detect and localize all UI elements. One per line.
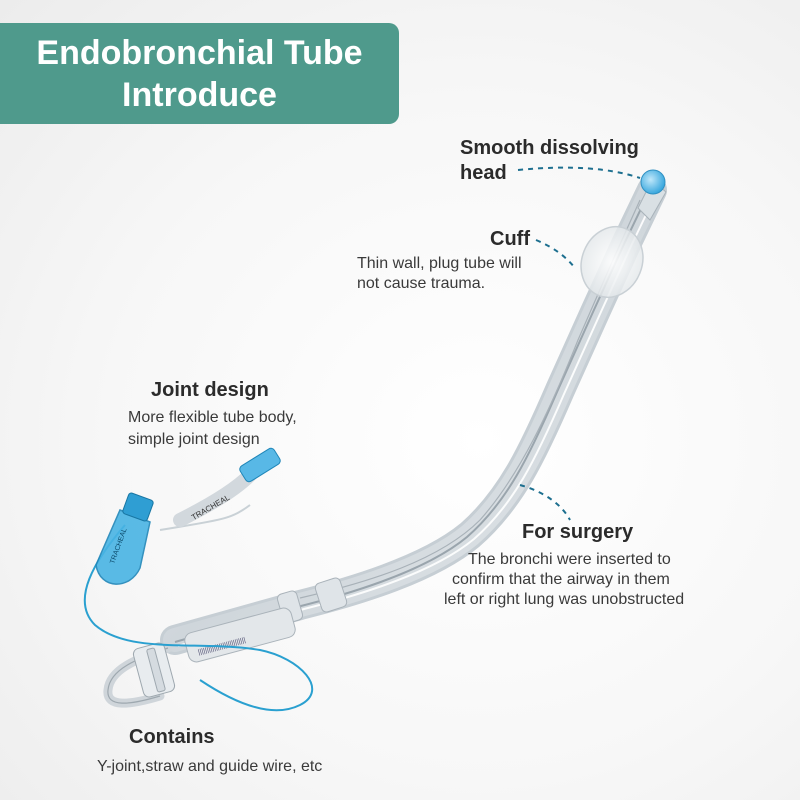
joint-callout: Joint design More flexible tube body, si… [128,379,297,450]
pilot-line [83,504,314,712]
joint-connector: TRACHEAL [173,447,281,527]
head-heading-line-2: head [460,162,507,184]
callout-line-surgery [519,484,571,521]
joint-desc-line-2: simple joint design [128,431,260,448]
title-line-2: Introduce [122,75,277,114]
cuff-desc-line-1: Thin wall, plug tube will [357,255,522,272]
tip-head [637,169,667,221]
cuff-heading: Cuff [490,228,530,250]
joint-desc-line-1: More flexible tube body, [128,409,297,426]
callout-line-head [517,166,641,179]
contains-desc: Y-joint,straw and guide wire, etc [97,758,323,775]
callout-lines [517,166,641,521]
title-banner: Endobronchial Tube Introduce [0,23,399,124]
joint-heading: Joint design [151,379,269,401]
cuff-desc-line-2: not cause trauma. [357,275,486,292]
callout-line-cuff [535,239,576,269]
surgery-heading: For surgery [522,521,634,543]
tube-body [160,175,667,655]
surgery-desc-line-2: confirm that the airway in them [452,571,670,588]
contains-callout: Contains Y-joint,straw and guide wire, e… [97,726,322,777]
cuff-callout: Cuff Thin wall, plug tube will not cause… [357,228,530,294]
pilot-balloon: TRACHEAL [95,492,154,585]
surgery-callout: For surgery The bronchi were inserted to… [444,521,684,610]
title-line-1: Endobronchial Tube [36,33,363,72]
head-callout: Smooth dissolving head [460,136,639,186]
head-heading-line-1: Smooth dissolving [460,137,639,159]
cuff-balloon [580,226,644,298]
contains-heading: Contains [129,726,215,748]
surgery-desc-line-1: The bronchi were inserted to [468,551,671,568]
y-connector [103,642,176,708]
surgery-desc-line-3: left or right lung was unobstructed [444,591,685,608]
